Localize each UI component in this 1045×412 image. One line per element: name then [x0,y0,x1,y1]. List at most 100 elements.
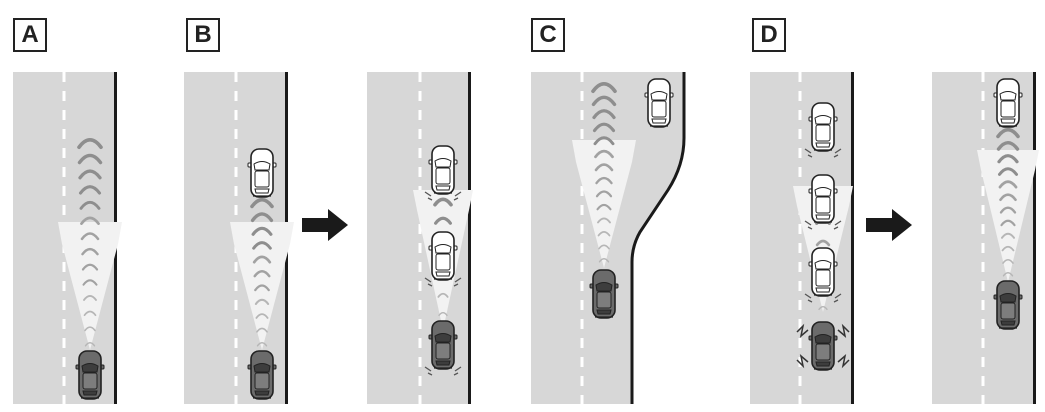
radar-wave-arc [80,216,100,225]
radar-wave-arc [254,298,270,305]
car-rear-window [1000,118,1016,124]
radar-waves-panel-c [591,82,617,263]
radar-wave-arc [591,82,617,94]
radar-wave-arc [592,109,616,120]
radar-wave-arc [81,263,99,271]
radar-waves-panel-d-after [996,127,1020,277]
motion-mark [833,299,839,303]
radar-wave-arc [250,212,274,223]
own-car-panel-a [75,350,105,400]
motion-mark [427,197,433,201]
motion-mark [454,277,462,283]
motion-mark [424,191,432,197]
car-windshield [253,363,271,373]
motion-mark [807,154,813,158]
motion-mark [453,197,459,201]
radar-wave-arc [84,342,96,347]
motion-mark [454,366,462,372]
preceding-car-panel-d-2 [808,174,838,224]
radar-wave-arc [77,153,103,165]
preceding-car-panel-b-after-1 [428,145,458,195]
radar-wave-arc [82,279,98,286]
own-car-panel-b-after [428,320,458,370]
arrow-panel-d [866,209,912,241]
radar-wave-arc [595,176,613,185]
sensor-range-cone [977,150,1039,282]
car-windshield [814,260,832,270]
motion-mark [453,283,459,287]
car-roof [254,372,270,390]
motion-marks [424,277,462,287]
motion-mark [424,366,432,372]
motion-mark [454,191,462,197]
road-panel-d-after [932,72,1036,404]
radar-wave-arc [595,190,613,198]
car-windshield [253,161,271,171]
radar-wave-arc [250,197,274,209]
car-windshield [81,363,99,373]
vibration-mark [796,323,809,338]
preceding-car-panel-d-3 [808,247,838,297]
radar-wave-arc [83,310,97,317]
motion-mark [804,148,812,154]
radar-wave-arc [256,327,268,333]
motion-marks [424,366,462,376]
panel-label-c: C [531,18,565,52]
vibration-mark [837,354,850,369]
own-car-panel-d-before [808,321,838,371]
radar-wave-arc [998,180,1018,189]
radar-wave-arc [438,311,448,317]
car-rear-window [815,287,831,293]
arrow-panel-b [302,209,348,241]
car-rear-window [435,185,451,191]
radar-waves-panel-a [77,138,103,347]
car-rear-window [596,309,612,315]
car-windshield [999,293,1017,303]
car-roof [254,170,270,188]
radar-wave-arc [1001,245,1015,252]
car-roof [82,372,98,390]
motion-marks [804,148,842,158]
radar-waves-panel-b-before [250,197,274,347]
radar-wave-arc [996,127,1020,139]
car-windshield [434,333,452,343]
car-rear-window [815,214,831,220]
radar-wave-arc [253,269,271,278]
motion-mark [807,299,813,303]
car-windshield [814,187,832,197]
motion-mark [427,372,433,376]
radar-wave-arc [594,149,614,159]
car-windshield [650,91,668,101]
car-roof [596,291,612,309]
radar-wave-arc [81,247,99,256]
car-rear-window [254,390,270,396]
radar-wave-arc [79,200,101,210]
radar-wave-arc [598,244,610,250]
motion-marks [424,191,462,201]
motion-mark [834,220,842,226]
radar-wave-arc [1000,219,1016,227]
car-rear-window [815,361,831,367]
vibration-mark [837,323,850,338]
preceding-car-panel-d-1 [808,102,838,152]
radar-wave-arc [597,230,611,237]
car-windshield [434,244,452,254]
motion-mark [834,293,842,299]
car-roof [815,124,831,142]
car-windshield [595,282,613,292]
radar-wave-arc [998,167,1018,176]
own-car-panel-c [589,269,619,319]
motion-mark [804,220,812,226]
vibration-mark [796,354,809,369]
radar-wave-arc [1001,232,1015,239]
car-roof [435,342,451,360]
car-rear-window [82,390,98,396]
panel-label-a: A [13,18,47,52]
preceding-car-panel-b-before [247,148,277,198]
car-roof [815,343,831,361]
motion-mark [427,283,433,287]
car-windshield [434,158,452,168]
radar-wave-arc [996,141,1020,151]
radar-wave-arc [77,138,103,150]
preceding-car-panel-d-after [993,78,1023,128]
